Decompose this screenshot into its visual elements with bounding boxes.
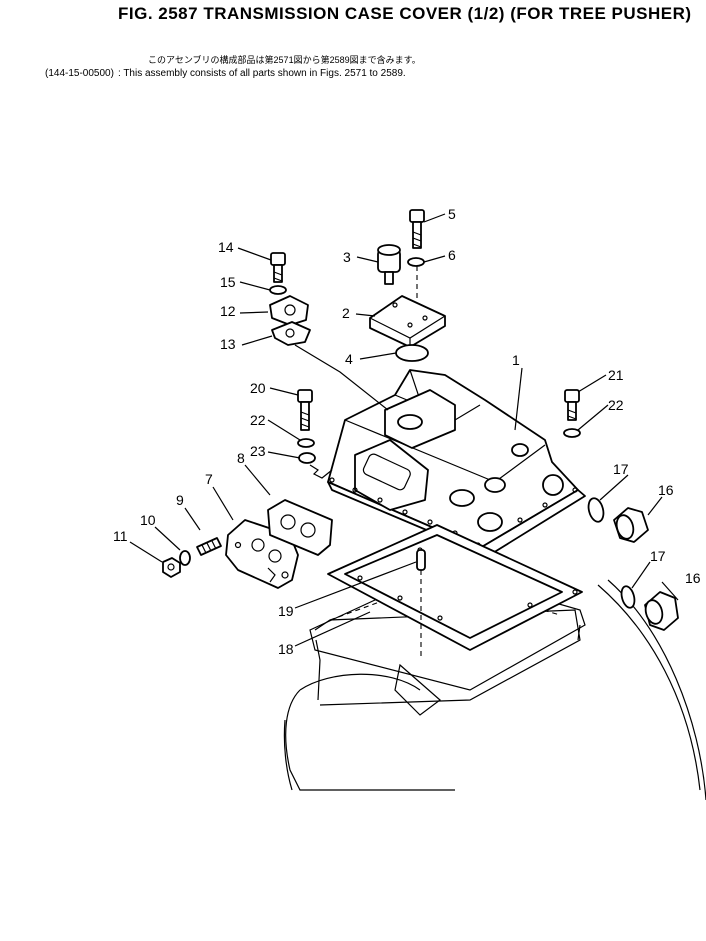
- callout-2: 2: [342, 305, 350, 321]
- callout-16-upper: 16: [658, 482, 674, 498]
- callout-12: 12: [220, 303, 236, 319]
- callout-10: 10: [140, 512, 156, 528]
- bolt-14: [270, 252, 286, 283]
- washer-15: [269, 285, 287, 295]
- assembly-note: (144-15-00500): This assembly consists o…: [45, 68, 406, 79]
- callout-1: 1: [512, 352, 520, 368]
- stud-9: [196, 537, 222, 556]
- figure-title: FIG. 2587 TRANSMISSION CASE COVER (1/2) …: [118, 4, 692, 23]
- callout-18: 18: [278, 641, 294, 657]
- plug-16-lower: [644, 591, 679, 631]
- washer-22-right: [563, 428, 581, 438]
- callout-11: 11: [113, 528, 128, 544]
- callout-labels: 1 2 3 4 5 6 7 8 9 10 11 12 13 14 15 16 1…: [113, 206, 701, 657]
- assembly-line-20: [309, 464, 333, 479]
- callout-19: 19: [278, 603, 294, 619]
- gasket: [327, 524, 583, 651]
- callout-4: 4: [345, 351, 353, 367]
- bolt-21: [564, 389, 580, 421]
- callout-14: 14: [218, 239, 234, 255]
- assembly-description: : This assembly consists of all parts sh…: [117, 68, 406, 79]
- bolt-20: [297, 389, 313, 431]
- callout-21: 21: [608, 367, 624, 383]
- callout-9: 9: [176, 492, 184, 508]
- washer-6: [407, 257, 425, 267]
- callout-13: 13: [220, 336, 236, 352]
- dowel-pin: [416, 549, 426, 660]
- gasket-8: [267, 499, 333, 556]
- nut-11: [162, 557, 181, 578]
- callout-3: 3: [343, 249, 351, 265]
- o-ring-17-lower: [620, 585, 636, 609]
- callout-7: 7: [205, 471, 213, 487]
- gasket-13: [271, 321, 311, 346]
- bolt-5: [409, 209, 425, 249]
- callout-6: 6: [448, 247, 456, 263]
- callout-17-upper: 17: [613, 461, 629, 477]
- assembly-code: (144-15-00500): [45, 68, 114, 79]
- japanese-note: このアセンブリの構成部品は第2571図から第2589図まで含みます。: [148, 55, 421, 65]
- cover-plate: [369, 295, 446, 348]
- leader-lines: [129, 213, 679, 647]
- washer-10: [179, 550, 191, 566]
- callout-17-lower: 17: [650, 548, 666, 564]
- washer-22-left: [297, 438, 315, 448]
- callout-22-right: 22: [608, 397, 624, 413]
- transmission-case-cover: [327, 369, 586, 557]
- flange-12: [269, 295, 309, 326]
- callout-16-lower: 16: [685, 570, 701, 586]
- o-ring: [395, 344, 429, 362]
- callout-23: 23: [250, 443, 266, 459]
- callout-15: 15: [220, 274, 236, 290]
- washer-23: [298, 452, 316, 464]
- o-ring-17-upper: [587, 497, 605, 523]
- plug-16-upper: [613, 507, 649, 543]
- callout-5: 5: [448, 206, 456, 222]
- breather: [377, 244, 401, 285]
- callout-22-left: 22: [250, 412, 266, 428]
- assembly-line-12: [294, 344, 389, 411]
- callout-8: 8: [237, 450, 245, 466]
- callout-20: 20: [250, 380, 266, 396]
